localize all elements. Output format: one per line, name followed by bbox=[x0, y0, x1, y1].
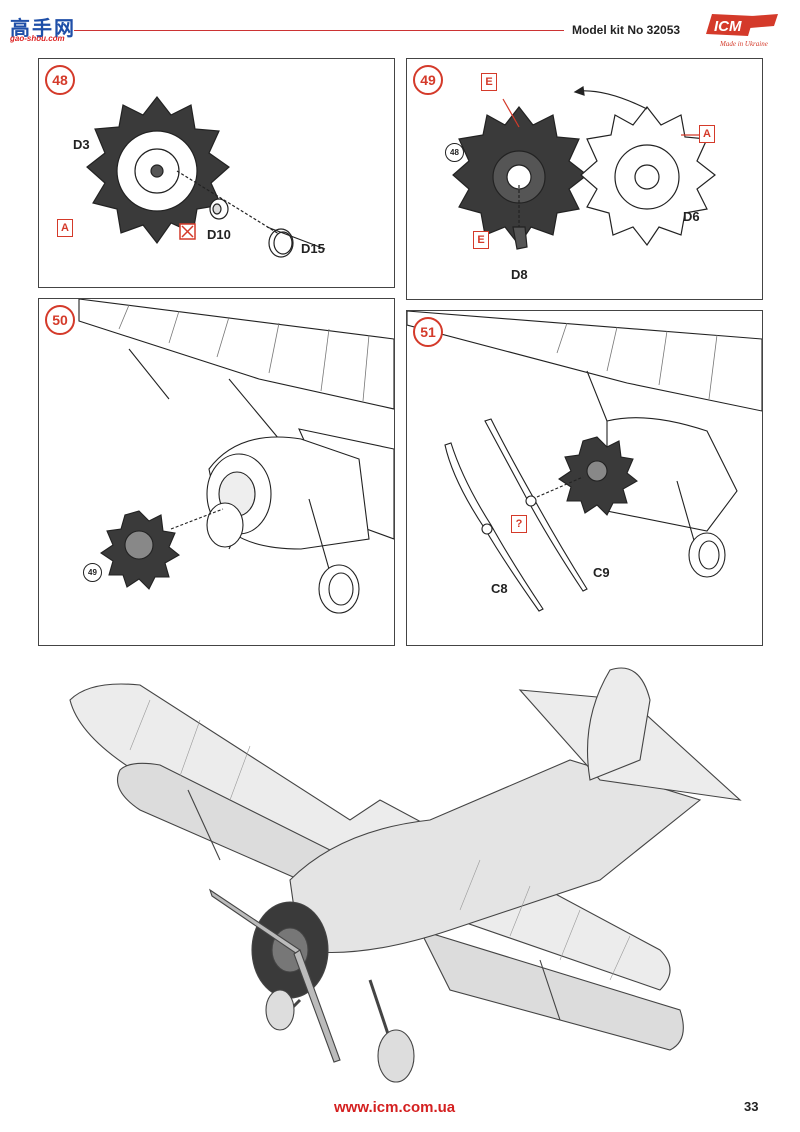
header-rule bbox=[74, 30, 564, 31]
paint-code-e-bottom: E bbox=[473, 231, 489, 249]
engine-detail-drawing bbox=[452, 85, 716, 250]
watermark-url: gao-shou.com bbox=[10, 34, 65, 43]
step-number: 51 bbox=[413, 317, 443, 347]
propeller-install-drawing bbox=[407, 311, 762, 612]
page-title: Model kit No 32053 bbox=[572, 23, 681, 37]
part-label-d8: D8 bbox=[511, 267, 528, 282]
step-panel-50: 50 49 bbox=[38, 298, 395, 646]
watermark-text: 高手网 bbox=[10, 16, 76, 40]
page-number: 33 bbox=[744, 1099, 759, 1114]
logo-text: ICM bbox=[714, 18, 742, 35]
paint-code-e-top: E bbox=[481, 73, 497, 91]
part-label-d3: D3 bbox=[73, 137, 90, 152]
step-number: 49 bbox=[413, 65, 443, 95]
watermark-logo: 高手网 gao-shou.com bbox=[4, 4, 84, 43]
part-label-d10: D10 bbox=[207, 227, 231, 242]
step-reference-49: 49 bbox=[83, 563, 102, 582]
paint-code-a: A bbox=[57, 219, 73, 237]
step-panel-48: 48 D3 D10 D15 A bbox=[38, 58, 395, 288]
step-reference-48: 48 bbox=[445, 143, 464, 162]
step-panel-49: 49 E A E 48 D6 D8 bbox=[406, 58, 763, 300]
engine-assembly-drawing bbox=[86, 96, 326, 258]
part-label-d15: D15 bbox=[301, 241, 325, 256]
icm-logo: ICM Made in Ukraine bbox=[704, 10, 782, 52]
part-label-c9: C9 bbox=[593, 565, 610, 580]
paint-code-question: ? bbox=[511, 515, 527, 533]
step-panel-51: 51 ? C8 C9 bbox=[406, 310, 763, 646]
logo-tagline: Made in Ukraine bbox=[719, 40, 768, 48]
part-label-c8: C8 bbox=[491, 581, 508, 596]
icm-logo-graphic: ICM Made in Ukraine bbox=[706, 14, 778, 48]
step-number: 50 bbox=[45, 305, 75, 335]
paint-code-a: A bbox=[699, 125, 715, 143]
part-label-d6: D6 bbox=[683, 209, 700, 224]
engine-install-drawing bbox=[78, 299, 394, 614]
step-number: 48 bbox=[45, 65, 75, 95]
website-url[interactable]: www.icm.com.ua bbox=[334, 1099, 456, 1116]
